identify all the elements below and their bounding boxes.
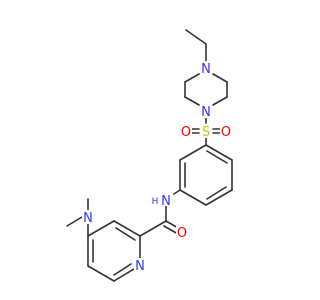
svg-text:N: N	[135, 259, 145, 274]
svg-text:H: H	[152, 197, 159, 207]
molecule-structure: N N S O O N H O N N	[66, 29, 233, 282]
svg-text:N: N	[201, 105, 211, 120]
sulfur-atom: S	[200, 124, 212, 140]
ethyl-group	[185, 29, 207, 63]
pyridine-ring	[87, 220, 141, 282]
sulfonyl-oxygen-bonds	[191, 128, 221, 134]
svg-text:S: S	[202, 125, 210, 140]
carbonyl-pyridine-bond	[139, 220, 167, 237]
piperazine-ring	[184, 73, 228, 106]
benzene-ring	[179, 144, 233, 206]
amide-nh: N H	[151, 194, 172, 209]
dimethyl-bonds	[66, 198, 89, 227]
aryl-nh-bond	[173, 189, 181, 195]
dimethylamino-n: N	[82, 210, 94, 226]
svg-text:N: N	[83, 211, 93, 226]
svg-text:O: O	[177, 226, 187, 241]
oxygen-left: O	[180, 124, 192, 140]
carbonyl-oxygen: O	[176, 225, 188, 241]
piperazine-n-bottom: N	[200, 104, 212, 120]
svg-text:N: N	[161, 194, 171, 209]
svg-text:N: N	[201, 62, 211, 77]
piperazine-n-top: N	[200, 61, 212, 77]
oxygen-right: O	[220, 124, 232, 140]
svg-text:O: O	[221, 125, 231, 140]
svg-text:O: O	[181, 125, 191, 140]
pyridine-n: N	[134, 258, 146, 274]
